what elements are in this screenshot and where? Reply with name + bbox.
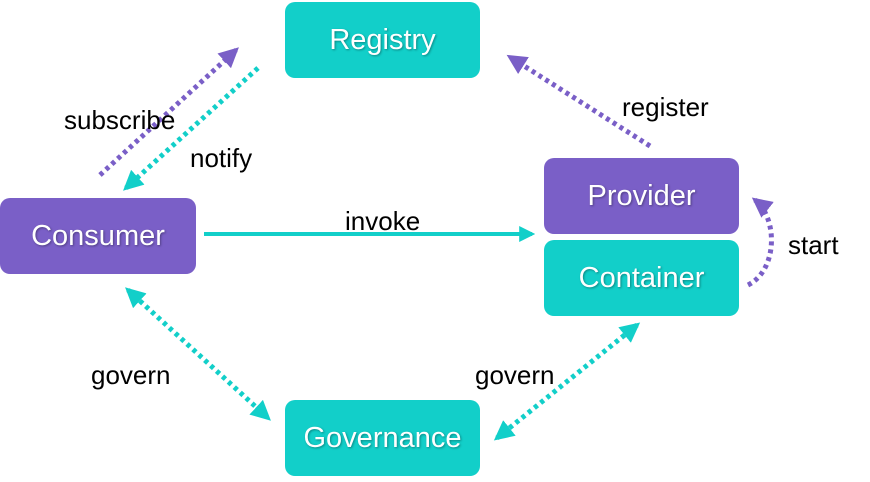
provider-label: Provider (587, 179, 696, 212)
register-arrow (506, 54, 652, 149)
subscribe-edge-label: subscribe (64, 105, 176, 135)
govern-right-arrow (493, 322, 641, 441)
invoke-edge-label: invoke (345, 206, 421, 236)
container-label: Container (578, 261, 705, 294)
governance-node: Governance (285, 400, 480, 476)
govern-left-arrow (125, 287, 271, 421)
registry-node: Registry (285, 2, 480, 78)
registry-label: Registry (329, 23, 436, 56)
govern-left-edge-label: govern (91, 360, 171, 390)
provider-node: Provider (544, 158, 739, 234)
container-node: Container (544, 240, 739, 316)
start-arrow (746, 197, 774, 288)
govern-right-edge-label: govern (475, 360, 555, 390)
consumer-node: Consumer (0, 198, 196, 274)
notify-edge-label: notify (190, 143, 253, 173)
subscribe-arrow (98, 47, 239, 177)
consumer-label: Consumer (31, 219, 165, 252)
governance-label: Governance (303, 421, 462, 454)
start-edge-label: start (788, 230, 839, 260)
register-edge-label: register (622, 92, 709, 122)
notify-arrow (123, 66, 260, 191)
